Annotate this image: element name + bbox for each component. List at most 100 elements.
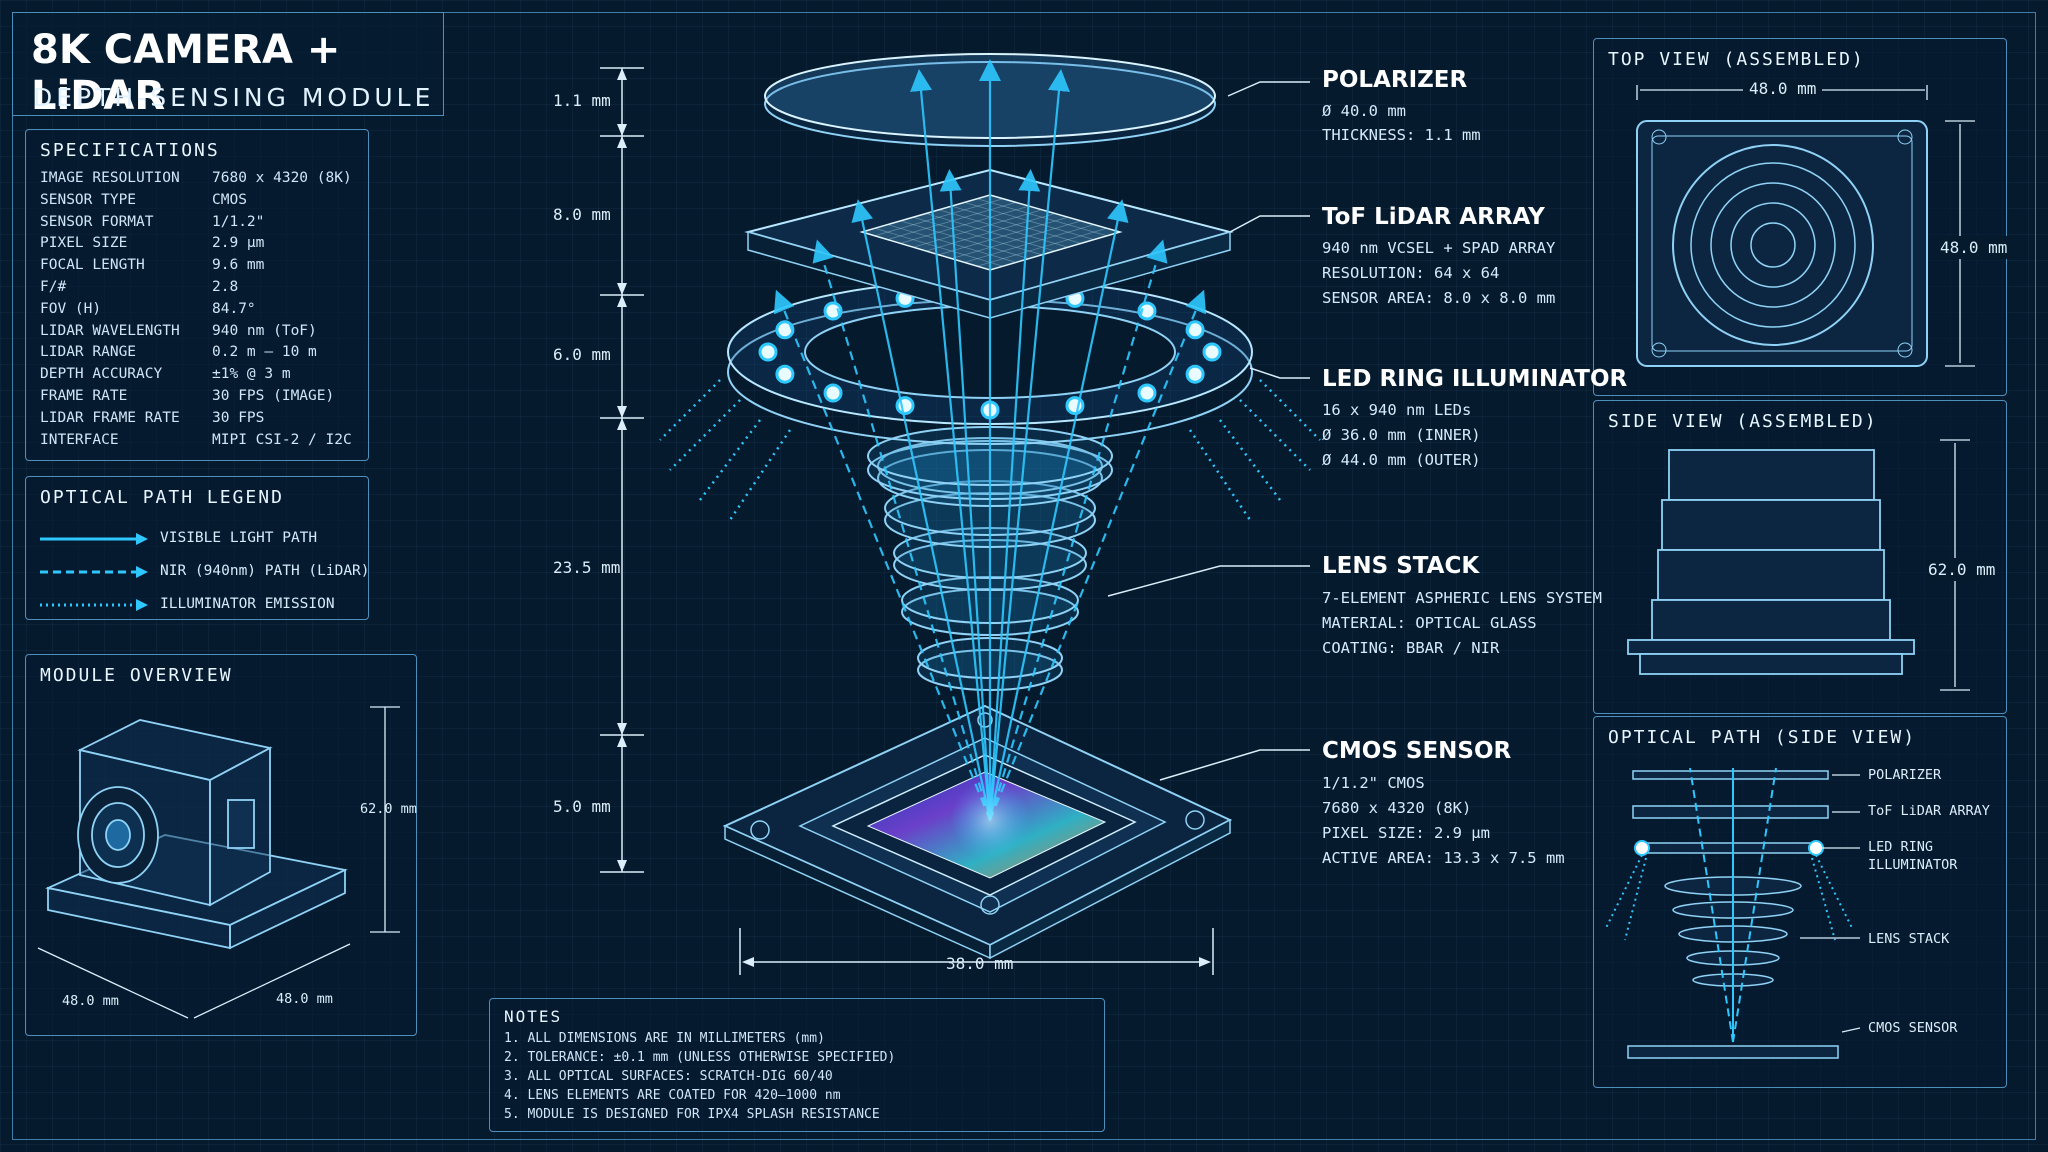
callout-lens-title: LENS STACK xyxy=(1322,553,1480,579)
led-dot xyxy=(758,342,778,362)
outer-frame xyxy=(12,12,2036,1140)
light-beam xyxy=(812,239,992,821)
spec-row: INTERFACE MIPI CSI-2 / I2C xyxy=(40,432,360,452)
spec-label: IMAGE RESOLUTION xyxy=(40,170,180,186)
led-dot xyxy=(1202,342,1222,362)
dotted-arrow-icon xyxy=(40,599,148,611)
light-beam xyxy=(939,169,992,821)
light-beam xyxy=(773,289,992,821)
callout-line: 940 nm VCSEL + SPAD ARRAY xyxy=(1322,239,1556,257)
base-dimension xyxy=(739,928,1214,975)
optical-side-emission xyxy=(1604,854,1643,931)
callout-line: 16 x 940 nm LEDs xyxy=(1322,401,1472,419)
spec-row: F/# 2.8 xyxy=(40,279,360,299)
specifications-panel: SPECIFICATIONS IMAGE RESOLUTION 7680 x 43… xyxy=(25,129,369,461)
optical-side-emission xyxy=(1624,857,1647,941)
spec-value: 1/1.2" xyxy=(212,213,265,230)
opt-label-led: LED RING xyxy=(1868,839,1934,855)
callout-line: RESOLUTION: 64 x 64 xyxy=(1322,264,1500,282)
opt-label-illuminator: ILLUMINATOR xyxy=(1868,857,1958,873)
light-beams xyxy=(659,59,1321,821)
led-dot xyxy=(823,383,843,403)
top-view-height-label: 48.0 mm xyxy=(1940,236,2008,259)
optical-side-beam xyxy=(1732,767,1777,1043)
optical-side-beam xyxy=(1689,767,1734,1043)
side-view-drawing xyxy=(1627,449,1915,675)
side-view-height-label: 62.0 mm xyxy=(1928,558,1996,581)
note-item: 2. TOLERANCE: ±0.1 mm (UNLESS OTHERWISE … xyxy=(504,1050,896,1065)
callout-led-title: LED RING ILLUMINATOR xyxy=(1322,366,1628,392)
dimension-arrows xyxy=(617,68,627,872)
optical-side-emission xyxy=(1811,857,1836,941)
optical-side-leaders xyxy=(1800,774,1861,1033)
dashed-arrow-icon xyxy=(40,566,148,578)
opt-label-polarizer: POLARIZER xyxy=(1868,767,1942,783)
side-view-title: SIDE VIEW (ASSEMBLED) xyxy=(1608,411,1878,432)
legend-panel: OPTICAL PATH LEGEND VISIBLE LIGHT PATH N… xyxy=(25,476,370,620)
emission-ray xyxy=(728,429,792,521)
solid-arrow-icon xyxy=(40,533,148,545)
legend-label: NIR (940nm) PATH (LiDAR) xyxy=(160,563,370,579)
spec-label: FOV (H) xyxy=(40,300,102,317)
spec-label: LIDAR RANGE xyxy=(40,344,137,361)
spec-label: FRAME RATE xyxy=(40,388,128,404)
top-view-title: TOP VIEW (ASSEMBLED) xyxy=(1608,49,1865,70)
overview-width-right: 48.0 mm xyxy=(276,991,333,1007)
spec-label: PIXEL SIZE xyxy=(40,235,128,252)
spec-label: SENSOR TYPE xyxy=(40,191,137,208)
callout-line: 7-ELEMENT ASPHERIC LENS SYSTEM xyxy=(1322,589,1602,607)
led-dot xyxy=(1185,320,1205,340)
callout-line: SENSOR AREA: 8.0 x 8.0 mm xyxy=(1322,289,1556,307)
spec-row: SENSOR FORMAT 1/1.2" xyxy=(40,214,360,234)
spec-value: 0.2 m – 10 m xyxy=(212,344,317,361)
optical-side-beams xyxy=(1604,767,1854,1043)
light-beam xyxy=(988,239,1168,821)
spec-label: F/# xyxy=(40,279,67,295)
legend-label: VISIBLE LIGHT PATH xyxy=(160,530,318,546)
callout-line: Ø 44.0 mm (OUTER) xyxy=(1322,451,1481,469)
module-overview-title: MODULE OVERVIEW xyxy=(40,665,233,686)
led-dot xyxy=(1634,840,1650,856)
page-subtitle: DEPTH-SENSING MODULE xyxy=(33,83,435,112)
module-overview-drawing xyxy=(45,719,348,950)
led-dot xyxy=(823,301,843,321)
dim-sensor: 5.0 mm xyxy=(553,797,611,816)
emission-ray xyxy=(1259,379,1321,441)
note-item: 1. ALL DIMENSIONS ARE IN MILLIMETERS (mm… xyxy=(504,1031,825,1046)
spec-label: DEPTH ACCURACY xyxy=(40,366,163,383)
spec-value: 940 nm (ToF) xyxy=(212,322,317,339)
notes-panel: NOTES 1. ALL DIMENSIONS ARE IN MILLIMETE… xyxy=(489,998,1105,1132)
spec-label: LIDAR WAVELENGTH xyxy=(40,322,180,339)
spec-value: MIPI CSI-2 / I2C xyxy=(212,431,352,448)
specifications-title: SPECIFICATIONS xyxy=(40,140,220,161)
spec-value: 7680 x 4320 (8K) xyxy=(212,170,352,186)
callout-polarizer-title: POLARIZER xyxy=(1322,67,1468,93)
emission-ray xyxy=(699,419,761,501)
led-dot xyxy=(1137,301,1157,321)
dim-led: 6.0 mm xyxy=(553,345,611,364)
emission-ray xyxy=(1239,399,1311,471)
legend-title: OPTICAL PATH LEGEND xyxy=(40,487,284,508)
spec-value: CMOS xyxy=(212,191,247,208)
callout-line: Ø 36.0 mm (INNER) xyxy=(1322,426,1481,444)
spec-value: 2.8 xyxy=(212,279,239,295)
dim-polarizer: 1.1 mm xyxy=(553,91,611,110)
opt-label-lens: LENS STACK xyxy=(1868,931,1950,947)
dim-tof: 8.0 mm xyxy=(553,205,611,224)
light-beam xyxy=(910,69,992,821)
spec-label: INTERFACE xyxy=(40,431,119,448)
overview-dimensions xyxy=(37,706,400,1019)
led-dot xyxy=(1185,364,1205,384)
emission-ray xyxy=(659,379,721,441)
note-item: 3. ALL OPTICAL SURFACES: SCRATCH-DIG 60/… xyxy=(504,1069,833,1084)
light-beam xyxy=(851,199,992,821)
led-dot xyxy=(1808,840,1824,856)
spec-label: SENSOR FORMAT xyxy=(40,213,154,230)
light-beam xyxy=(988,199,1129,821)
emission-ray xyxy=(1188,429,1252,521)
callout-line: PIXEL SIZE: 2.9 µm xyxy=(1322,824,1490,842)
